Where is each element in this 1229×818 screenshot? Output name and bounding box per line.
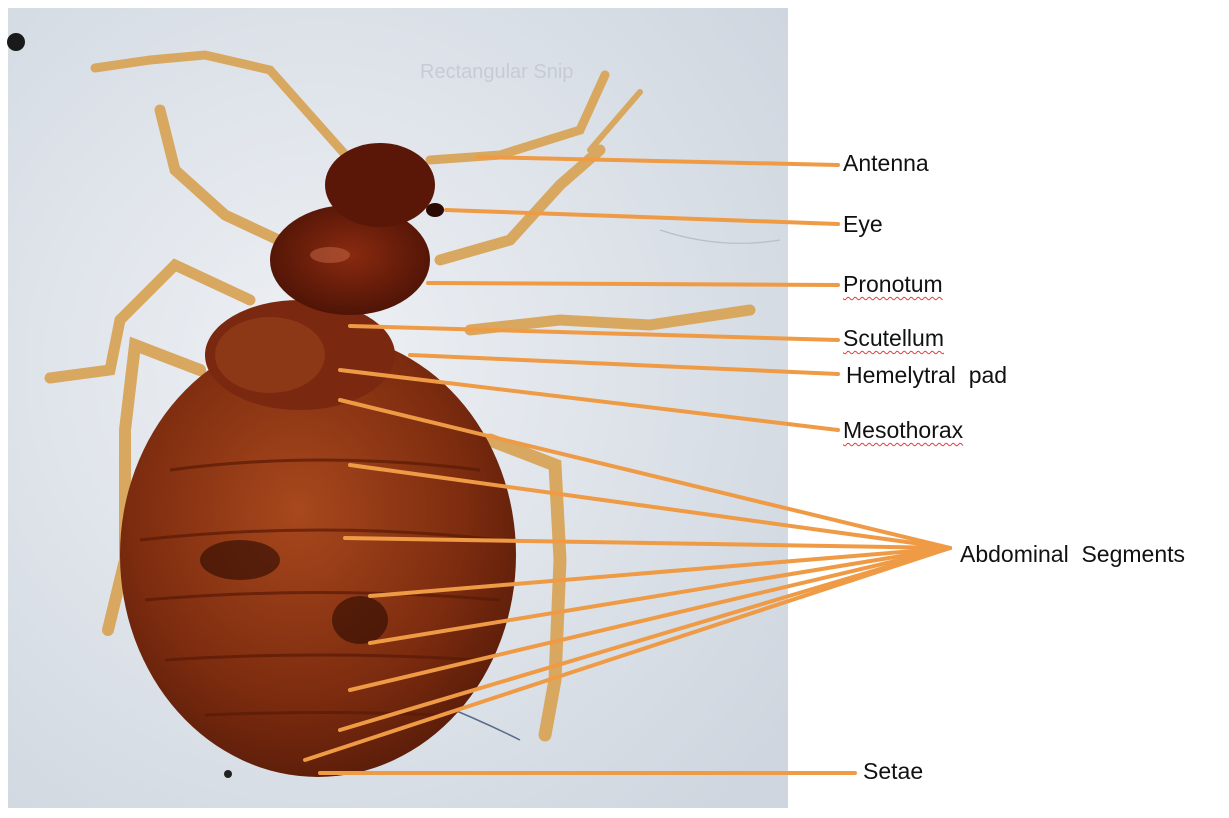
specimen-speck xyxy=(7,33,25,51)
abdomen-dark-spot xyxy=(200,540,280,580)
hemelytral-pad-shape xyxy=(215,317,325,393)
abdomen-dark-spot xyxy=(332,596,388,644)
label-setae: Setae xyxy=(863,757,923,785)
label-pronotum: Pronotum xyxy=(843,270,943,298)
specimen-speck xyxy=(224,770,232,778)
watermark-text: Rectangular Snip xyxy=(420,61,573,83)
head-shape xyxy=(325,143,435,227)
label-eye: Eye xyxy=(843,210,883,238)
leader-line-pronotum xyxy=(428,283,838,285)
label-scutellum: Scutellum xyxy=(843,324,944,352)
label-abdominal-segments: Abdominal Segments xyxy=(960,540,1185,568)
eye-shape xyxy=(426,203,444,217)
label-mesothorax: Mesothorax xyxy=(843,416,963,444)
label-antenna: Antenna xyxy=(843,149,929,177)
label-hemelytral-pad: Hemelytral pad xyxy=(846,361,1007,389)
highlight xyxy=(310,247,350,263)
